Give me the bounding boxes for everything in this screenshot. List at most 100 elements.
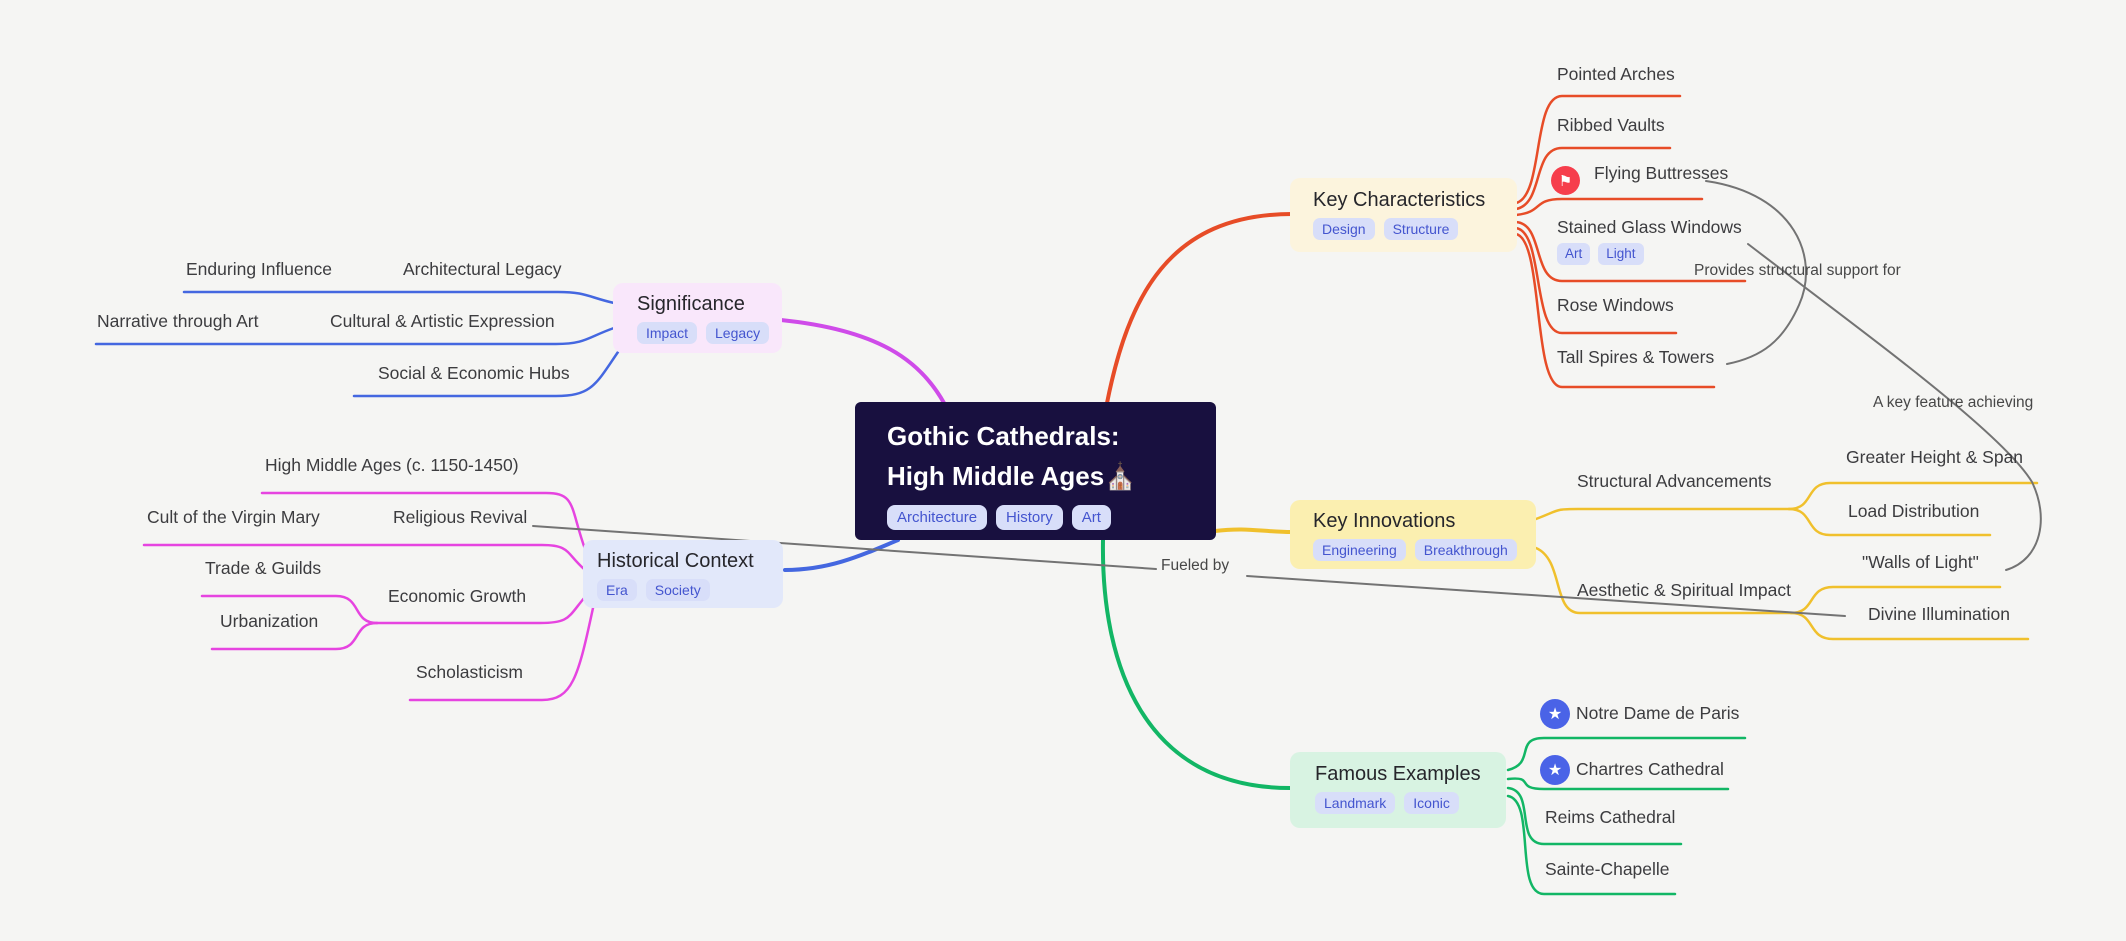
branch-line-significance bbox=[779, 318, 946, 405]
child-aesthetic-spiritual-impact[interactable]: Aesthetic & Spiritual Impact bbox=[1577, 580, 1791, 600]
line-ribbed-vaults bbox=[1514, 146, 1672, 211]
node-key-innovations[interactable]: Key Innovations Engineering Breakthrough bbox=[1290, 500, 1536, 569]
church-emoji-icon: ⛪ bbox=[1104, 461, 1137, 491]
child-pointed-arches[interactable]: Pointed Arches bbox=[1557, 64, 1675, 84]
crosslink-label-key-feature: A key feature achieving bbox=[1873, 394, 2034, 411]
badge-society: Society bbox=[645, 579, 710, 601]
line-structural-advancements bbox=[1534, 507, 1791, 521]
crosslink-label-fueled-by: Fueled by bbox=[1161, 557, 1230, 574]
badge-iconic: Iconic bbox=[1404, 792, 1459, 814]
child-structural-advancements[interactable]: Structural Advancements bbox=[1577, 471, 1772, 491]
line-scholasticism bbox=[408, 606, 595, 702]
famous-examples-badges: Landmark Iconic bbox=[1315, 792, 1506, 814]
flag-icon: ⚑ bbox=[1551, 166, 1580, 195]
badge-history: History bbox=[996, 505, 1063, 530]
stained-glass-badges: Art Light bbox=[1557, 243, 1644, 265]
child-reims-cathedral[interactable]: Reims Cathedral bbox=[1545, 807, 1676, 827]
badge-art-small: Art bbox=[1557, 243, 1591, 265]
crosslink-structural-support bbox=[1705, 180, 1807, 365]
node-famous-examples[interactable]: Famous Examples Landmark Iconic bbox=[1290, 752, 1506, 828]
crosslink-key-feature bbox=[1747, 243, 2042, 571]
key-characteristics-badges: Design Structure bbox=[1313, 218, 1517, 240]
line-architectural-legacy bbox=[182, 290, 616, 305]
badge-light-small: Light bbox=[1598, 243, 1644, 265]
line-cultural-expression bbox=[94, 326, 616, 346]
line-flying-buttresses bbox=[1514, 197, 1704, 217]
line-tall-spires bbox=[1514, 232, 1716, 389]
node-historical-context[interactable]: Historical Context Era Society bbox=[583, 540, 783, 608]
child-ribbed-vaults[interactable]: Ribbed Vaults bbox=[1557, 115, 1665, 135]
child-stained-glass-windows[interactable]: Stained Glass Windows bbox=[1557, 217, 1742, 237]
central-topic-node[interactable]: Gothic Cathedrals: High Middle Ages⛪ Arc… bbox=[855, 402, 1216, 540]
star-glyph: ★ bbox=[1547, 762, 1563, 779]
node-title-key-characteristics: Key Characteristics bbox=[1313, 189, 1486, 211]
badge-breakthrough: Breakthrough bbox=[1414, 539, 1517, 561]
child-notre-dame[interactable]: Notre Dame de Paris bbox=[1576, 703, 1740, 723]
central-badges: Architecture History Art bbox=[887, 505, 1216, 530]
line-economic-growth bbox=[375, 595, 587, 625]
node-title-significance: Significance bbox=[637, 293, 745, 315]
significance-badges: Impact Legacy bbox=[637, 322, 782, 344]
branch-line-examples bbox=[1100, 538, 1294, 791]
flag-glyph: ⚑ bbox=[1558, 172, 1573, 190]
badge-design: Design bbox=[1313, 218, 1375, 240]
crosslink-fueled-by-right bbox=[1246, 575, 1846, 617]
child-divine-illumination[interactable]: Divine Illumination bbox=[1868, 604, 2011, 624]
child-architectural-legacy[interactable]: Architectural Legacy bbox=[403, 259, 562, 279]
node-title-key-innovations: Key Innovations bbox=[1313, 510, 1456, 532]
line-sainte-chapelle bbox=[1506, 794, 1677, 896]
star-glyph: ★ bbox=[1547, 706, 1563, 723]
line-chartres bbox=[1506, 777, 1730, 791]
child-greater-height-span[interactable]: Greater Height & Span bbox=[1846, 447, 2024, 467]
badge-structure: Structure bbox=[1383, 218, 1459, 240]
line-religious-revival bbox=[142, 543, 586, 571]
line-pointed-arches bbox=[1514, 94, 1682, 205]
line-rose-windows bbox=[1514, 226, 1678, 335]
child-enduring-influence[interactable]: Enduring Influence bbox=[186, 259, 332, 279]
historical-context-badges: Era Society bbox=[597, 579, 783, 601]
badge-era: Era bbox=[597, 579, 637, 601]
child-narrative-through-art[interactable]: Narrative through Art bbox=[97, 311, 259, 331]
crosslink-fueled-by-left bbox=[532, 525, 1157, 570]
child-cultural-artistic-expression[interactable]: Cultural & Artistic Expression bbox=[330, 311, 555, 331]
child-cult-virgin-mary[interactable]: Cult of the Virgin Mary bbox=[147, 507, 320, 527]
node-key-characteristics[interactable]: Key Characteristics Design Structure bbox=[1290, 178, 1517, 252]
key-innovations-badges: Engineering Breakthrough bbox=[1313, 539, 1536, 561]
badge-legacy: Legacy bbox=[706, 322, 770, 344]
child-flying-buttresses[interactable]: Flying Buttresses bbox=[1594, 163, 1729, 183]
node-significance[interactable]: Significance Impact Legacy bbox=[613, 283, 782, 353]
badge-art: Art bbox=[1071, 505, 1111, 530]
line-social-hubs bbox=[352, 350, 620, 398]
child-trade-guilds[interactable]: Trade & Guilds bbox=[205, 558, 322, 578]
child-urbanization[interactable]: Urbanization bbox=[220, 611, 319, 631]
child-scholasticism[interactable]: Scholasticism bbox=[416, 662, 523, 682]
child-high-middle-ages[interactable]: High Middle Ages (c. 1150-1450) bbox=[265, 455, 519, 475]
child-religious-revival[interactable]: Religious Revival bbox=[393, 507, 528, 527]
line-notre-dame bbox=[1506, 736, 1747, 772]
node-title-famous-examples: Famous Examples bbox=[1315, 763, 1481, 785]
child-social-economic-hubs[interactable]: Social & Economic Hubs bbox=[378, 363, 570, 383]
line-reims bbox=[1506, 786, 1683, 846]
line-trade-guilds bbox=[200, 594, 379, 625]
branch-line-historical bbox=[783, 538, 900, 572]
line-high-middle-ages bbox=[260, 491, 587, 551]
line-divine-illumination bbox=[1789, 611, 2030, 641]
badge-impact: Impact bbox=[637, 322, 698, 344]
crosslink-label-structural-support: Provides structural support for bbox=[1694, 262, 1901, 279]
branch-line-characteristics bbox=[1105, 212, 1294, 405]
badge-architecture: Architecture bbox=[887, 505, 988, 530]
star-icon: ★ bbox=[1540, 699, 1570, 729]
line-greater-height bbox=[1787, 481, 2039, 511]
child-tall-spires-towers[interactable]: Tall Spires & Towers bbox=[1557, 347, 1715, 367]
central-title-line1: Gothic Cathedrals: bbox=[887, 421, 1120, 451]
child-load-distribution[interactable]: Load Distribution bbox=[1848, 501, 1980, 521]
child-economic-growth[interactable]: Economic Growth bbox=[388, 586, 527, 606]
child-rose-windows[interactable]: Rose Windows bbox=[1557, 295, 1674, 315]
child-chartres-cathedral[interactable]: Chartres Cathedral bbox=[1576, 759, 1724, 779]
child-walls-of-light[interactable]: "Walls of Light" bbox=[1862, 552, 1979, 572]
child-sainte-chapelle[interactable]: Sainte-Chapelle bbox=[1545, 859, 1670, 879]
central-title-line2: High Middle Ages⛪ bbox=[887, 456, 1216, 496]
node-title-historical-context: Historical Context bbox=[597, 550, 754, 572]
